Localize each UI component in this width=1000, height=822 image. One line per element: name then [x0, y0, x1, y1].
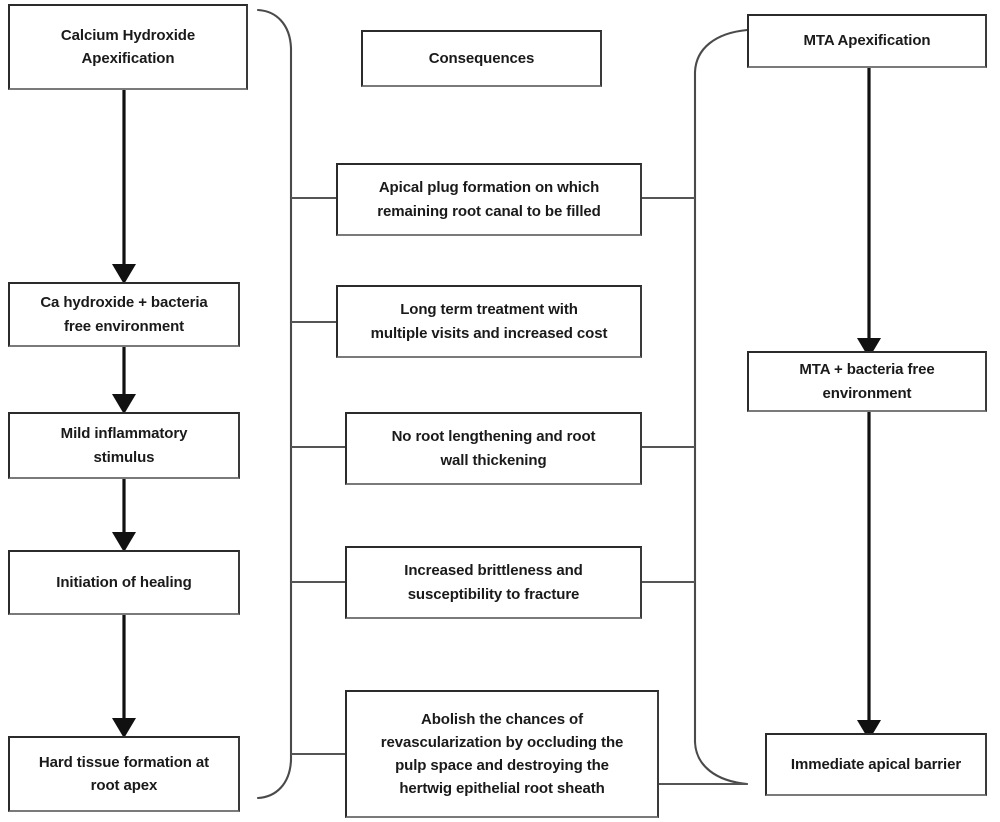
node-label: MTA + bacteria free environment [799, 361, 935, 402]
node-label: Long term treatment with multiple visits… [370, 301, 608, 342]
node-label: No root lengthening and root wall thicke… [391, 428, 596, 469]
node-label: Immediate apical barrier [790, 755, 962, 773]
right-brace [693, 28, 749, 786]
left-brace-ticks [291, 196, 345, 756]
left-brace [256, 8, 293, 800]
node-label: Mild inflammatory stimulus [60, 425, 188, 466]
left-brace-top-curl [256, 8, 293, 50]
node-label: Initiation of healing [56, 573, 192, 591]
node-consequence-abolish-revascularization[interactable]: Abolish the chances of revascularization… [345, 690, 659, 818]
right-brace-top-curl [693, 28, 749, 74]
node-label: Apical plug formation on which remaining… [377, 179, 601, 220]
node-mta-apexification[interactable]: MTA Apexification [747, 14, 987, 68]
node-label: Hard tissue formation at root apex [38, 753, 210, 794]
node-calcium-hydroxide-apexification[interactable]: Calcium Hydroxide Apexification [8, 4, 248, 90]
node-label: Abolish the chances of revascularization… [380, 710, 624, 798]
node-label: Ca hydroxide + bacteria free environment [40, 294, 208, 335]
node-consequence-long-term-treatment[interactable]: Long term treatment with multiple visits… [336, 285, 642, 358]
node-consequence-apical-plug-formation[interactable]: Apical plug formation on which remaining… [336, 163, 642, 236]
node-consequences-title[interactable]: Consequences [361, 30, 602, 87]
node-hard-tissue-formation-at-root-apex[interactable]: Hard tissue formation at root apex [8, 736, 240, 812]
node-label: Calcium Hydroxide Apexification [60, 26, 196, 67]
node-label: MTA Apexification [803, 32, 931, 50]
node-immediate-apical-barrier[interactable]: Immediate apical barrier [765, 733, 987, 796]
node-mta-bacteria-free-environment[interactable]: MTA + bacteria free environment [747, 351, 987, 412]
right-brace-bottom-curl [693, 740, 749, 786]
node-consequence-increased-brittleness[interactable]: Increased brittleness and susceptibility… [345, 546, 642, 619]
node-consequence-no-root-lengthening[interactable]: No root lengthening and root wall thicke… [345, 412, 642, 485]
node-label: Consequences [428, 49, 535, 67]
node-initiation-of-healing[interactable]: Initiation of healing [8, 550, 240, 615]
node-mild-inflammatory-stimulus[interactable]: Mild inflammatory stimulus [8, 412, 240, 479]
node-ca-hydroxide-bacteria-free-environment[interactable]: Ca hydroxide + bacteria free environment [8, 282, 240, 347]
left-brace-bottom-curl [256, 758, 293, 800]
node-label: Increased brittleness and susceptibility… [404, 562, 583, 603]
